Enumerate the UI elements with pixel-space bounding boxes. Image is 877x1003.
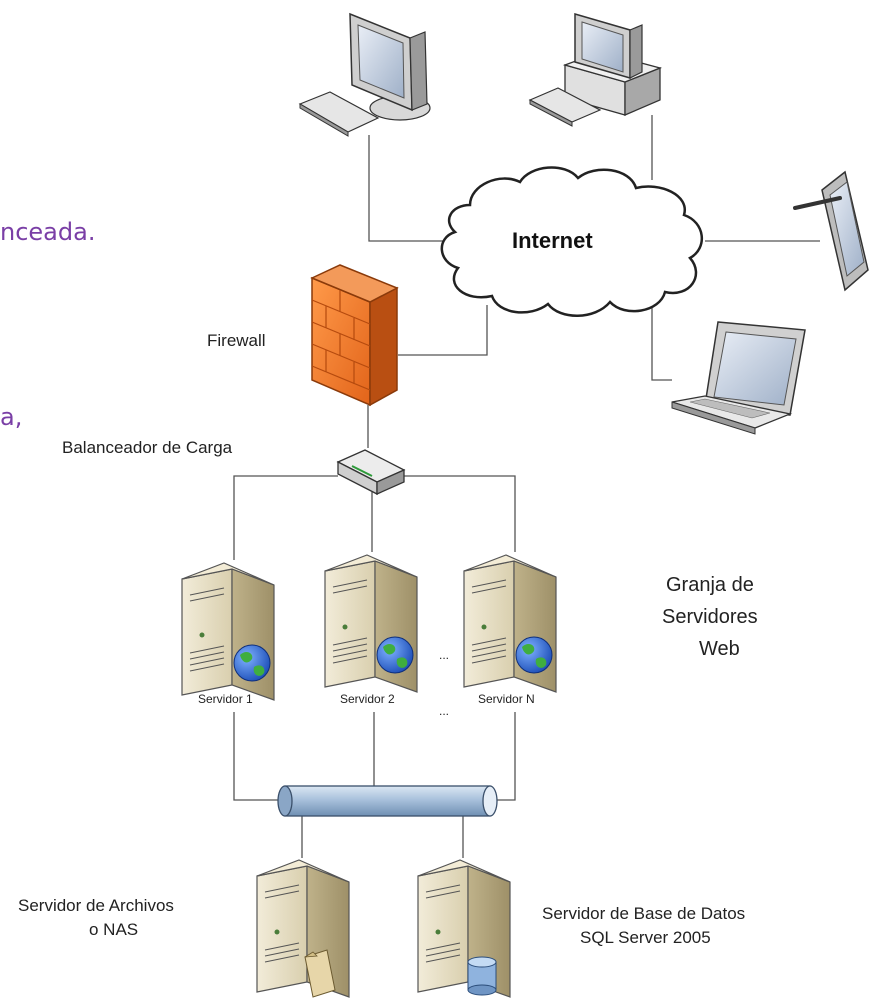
globe-icon <box>376 636 414 674</box>
server-farm-label-line1: Granja de <box>666 574 754 596</box>
file-server-label-line1: Servidor de Archivos <box>18 896 174 915</box>
globe-icon <box>515 636 553 674</box>
file-server-icon <box>256 859 350 998</box>
firewall-label: Firewall <box>207 331 266 350</box>
cropped-text-fragment-1: nceada. <box>0 218 96 246</box>
server-farm-label-line3: Web <box>699 638 740 660</box>
cropped-text-fragment-2: a, <box>0 403 23 431</box>
internet-label: Internet <box>512 228 593 253</box>
folder-icon <box>304 949 336 998</box>
desktop-tower-icon <box>528 13 663 127</box>
globe-icon <box>233 644 271 682</box>
db-server-label-line2: SQL Server 2005 <box>580 928 711 947</box>
server-1-label: Servidor 1 <box>198 692 253 706</box>
link-balancer-servers <box>233 475 338 560</box>
link-server1-bus <box>233 712 282 801</box>
ellipsis-2: ... <box>439 704 450 718</box>
web-server-2 <box>324 554 418 693</box>
desktop-monitor-icon <box>298 12 431 137</box>
laptop-icon <box>671 321 806 435</box>
web-server-n <box>463 554 557 693</box>
link-cloud-laptop <box>651 300 672 381</box>
network-bus-icon <box>277 785 498 817</box>
web-server-1 <box>181 562 275 701</box>
link-cloud-firewall <box>398 305 488 356</box>
database-server <box>417 859 511 998</box>
cloud-icon <box>440 166 704 317</box>
connection-lines <box>233 115 820 858</box>
ellipsis-1: ... <box>439 648 450 662</box>
link-desktop1-cloud <box>368 135 445 242</box>
file-server-label-line2: o NAS <box>89 920 139 939</box>
file-server <box>256 859 350 998</box>
server-farm-label-line2: Servidores <box>662 606 758 628</box>
database-icon <box>467 956 497 996</box>
load-balancer-icon <box>336 449 406 496</box>
db-server-label-line1: Servidor de Base de Datos <box>542 904 746 923</box>
link-serverN-bus <box>493 712 516 801</box>
tablet-icon <box>793 170 869 292</box>
firewall-icon <box>310 264 399 407</box>
server-2-label: Servidor 2 <box>340 692 395 706</box>
server-n-label: Servidor N <box>478 692 535 706</box>
load-balancer-label: Balanceador de Carga <box>62 438 233 457</box>
link-balancer-serverN <box>404 475 516 552</box>
